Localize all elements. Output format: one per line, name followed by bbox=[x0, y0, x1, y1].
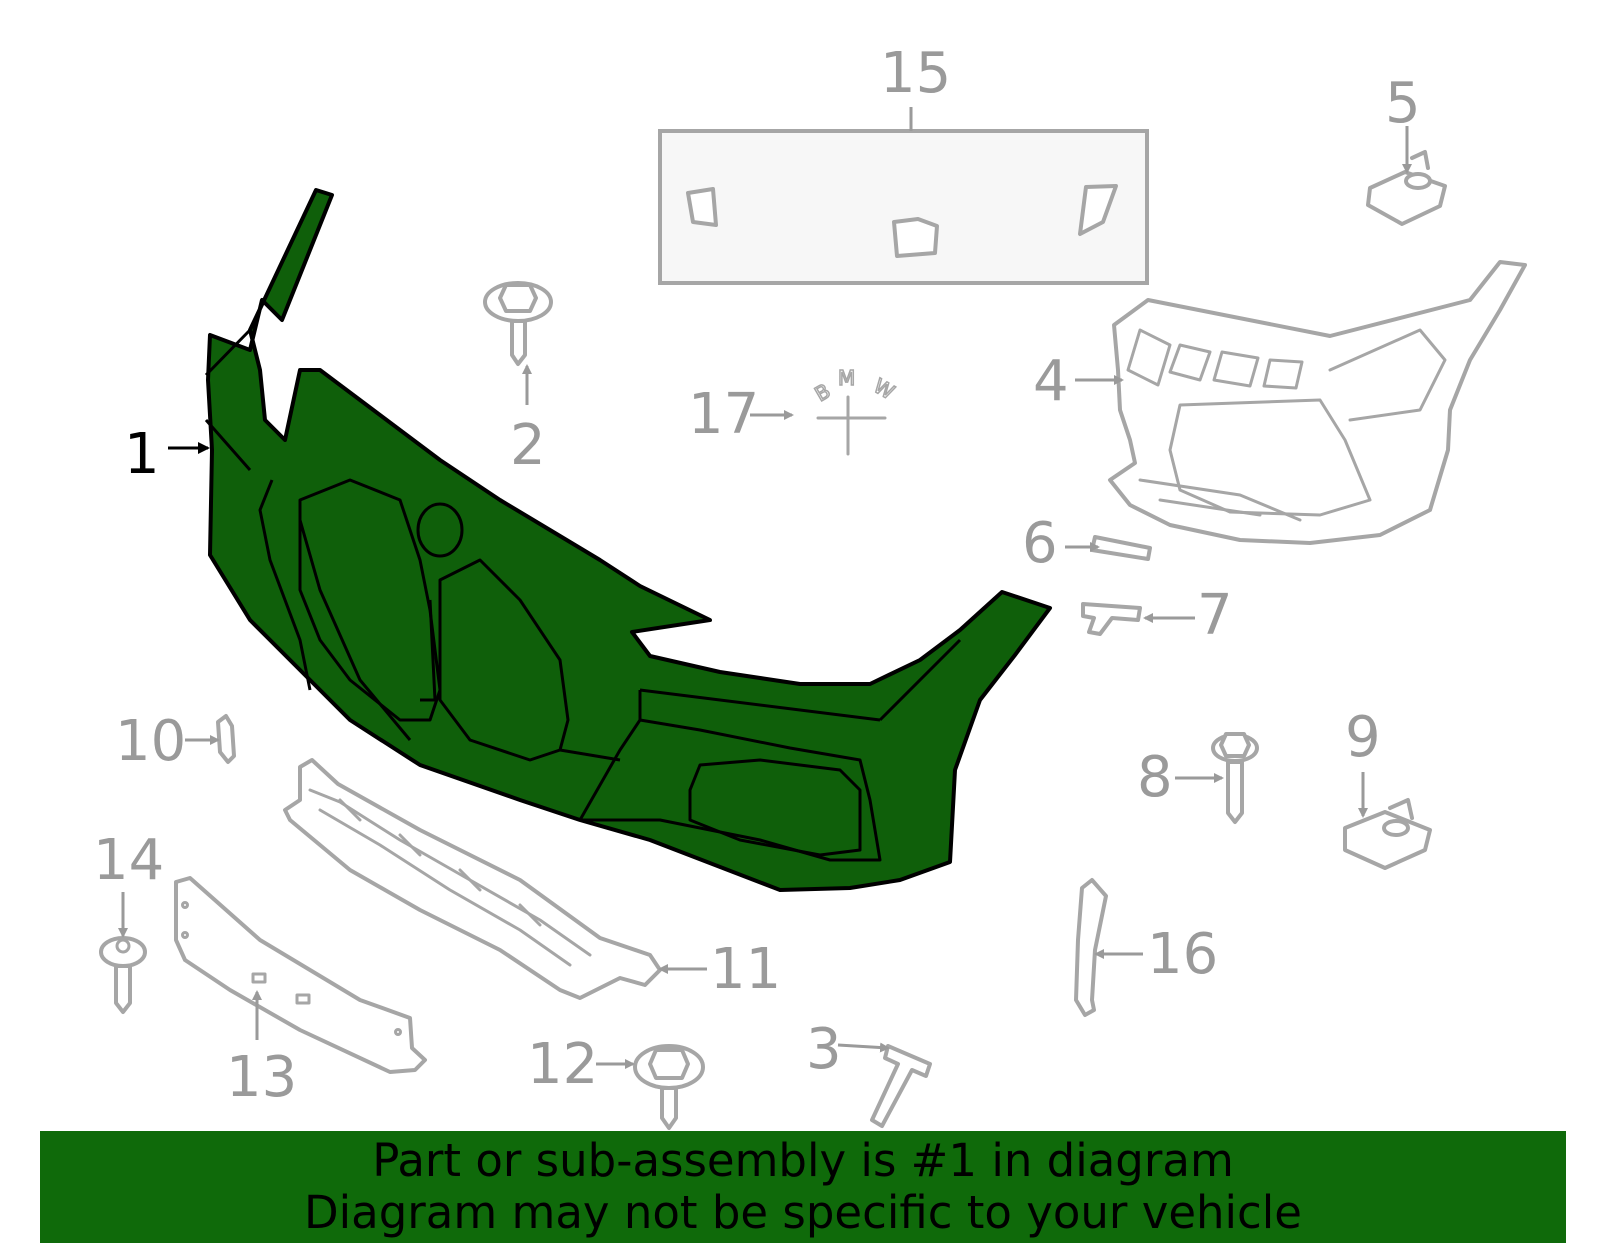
part-2-screw[interactable] bbox=[483, 281, 553, 366]
callout-5[interactable]: 5 bbox=[1385, 71, 1421, 136]
callout-12[interactable]: 12 bbox=[527, 1032, 598, 1097]
callout-9[interactable]: 9 bbox=[1345, 705, 1381, 770]
leader-lines bbox=[118, 107, 1412, 1069]
part-10-clip[interactable] bbox=[216, 714, 236, 764]
leader-3 bbox=[837, 1042, 890, 1053]
emblem-letter-b: B bbox=[811, 379, 835, 407]
callout-11[interactable]: 11 bbox=[710, 937, 781, 1002]
callout-1[interactable]: 1 bbox=[124, 422, 160, 487]
callout-13[interactable]: 13 bbox=[226, 1045, 297, 1110]
part-14-screw[interactable] bbox=[99, 936, 147, 1014]
callout-3[interactable]: 3 bbox=[806, 1017, 842, 1082]
callout-17[interactable]: 17 bbox=[688, 382, 759, 447]
callout-numbers: 1 2 3 4 5 6 7 8 9 10 11 12 13 14 15 16 1… bbox=[93, 41, 1421, 1110]
banner-line-1: Part or sub-assembly is #1 in diagram bbox=[372, 1134, 1234, 1187]
callout-16[interactable]: 16 bbox=[1147, 922, 1218, 987]
callout-4[interactable]: 4 bbox=[1033, 349, 1069, 414]
callout-8[interactable]: 8 bbox=[1137, 745, 1173, 810]
part-13-reinforcement[interactable] bbox=[174, 876, 427, 1074]
banner-line-2: Diagram may not be specific to your vehi… bbox=[304, 1186, 1302, 1239]
part-4-bumper-carrier[interactable] bbox=[1108, 260, 1527, 545]
part-16-trim-strip[interactable] bbox=[1074, 878, 1108, 1017]
emblem-letter-m: M bbox=[838, 366, 855, 390]
notice-banner: Part or sub-assembly is #1 in diagram Di… bbox=[40, 1131, 1566, 1243]
callout-2[interactable]: 2 bbox=[510, 413, 546, 478]
part-9-clip-nut[interactable] bbox=[1343, 798, 1432, 870]
part-17-emblem[interactable]: B M W bbox=[810, 365, 900, 456]
part-6-spacer[interactable] bbox=[1090, 535, 1152, 561]
callout-15[interactable]: 15 bbox=[880, 41, 951, 106]
part-7-bracket[interactable] bbox=[1081, 602, 1142, 636]
part-12-screw[interactable] bbox=[633, 1044, 705, 1130]
callout-7[interactable]: 7 bbox=[1197, 583, 1233, 648]
part-8-bolt[interactable] bbox=[1211, 732, 1259, 824]
callout-6[interactable]: 6 bbox=[1022, 511, 1058, 576]
part-11-lower-bracket[interactable] bbox=[283, 758, 662, 1000]
emblem-letter-w: W bbox=[870, 374, 899, 405]
callout-10[interactable]: 10 bbox=[115, 709, 186, 774]
part-15-mounting-kit[interactable] bbox=[658, 129, 1149, 285]
part-5-clip-nut[interactable] bbox=[1366, 150, 1447, 226]
part-1-bumper-cover[interactable] bbox=[204, 188, 1052, 892]
part-3-bracket[interactable] bbox=[870, 1044, 932, 1128]
callout-14[interactable]: 14 bbox=[93, 828, 164, 893]
